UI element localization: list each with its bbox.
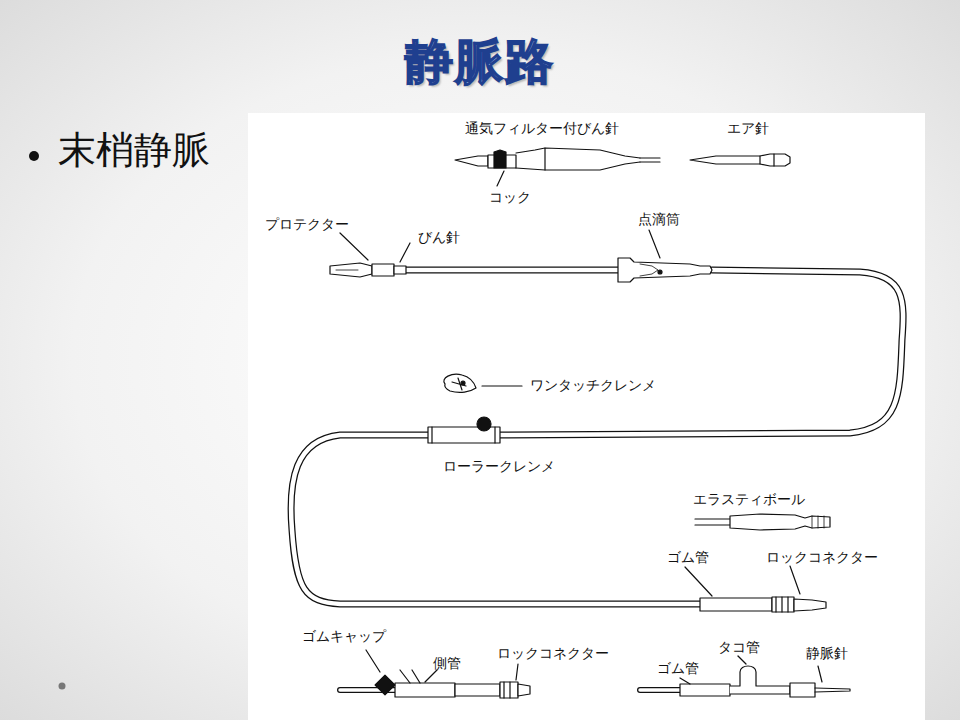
- part-label: ロックコネクター: [766, 549, 878, 566]
- slide-title: 静脈路: [405, 30, 555, 94]
- part-label: ローラークレンメ: [443, 458, 555, 475]
- bullet-text: 末梢静脈: [58, 128, 210, 174]
- image-panel: [248, 113, 925, 720]
- part-label: タコ管: [718, 639, 760, 656]
- part-label: ワンタッチクレンメ: [530, 377, 656, 394]
- part-label: 静脈針: [806, 645, 848, 662]
- part-label: エラスティボール: [693, 491, 805, 508]
- part-label: びん針: [418, 229, 460, 246]
- part-label: プロテクター: [265, 216, 349, 233]
- part-label: ゴム管: [657, 660, 699, 677]
- part-label: エア針: [727, 120, 769, 137]
- part-label: 通気フィルター付びん針: [465, 120, 619, 137]
- part-label: ゴム管: [667, 549, 709, 566]
- part-label: 点滴筒: [638, 211, 680, 228]
- part-label: ロックコネクター: [497, 645, 609, 662]
- part-label: コック: [489, 189, 531, 206]
- bullet-dot: [59, 683, 66, 690]
- bullet-dot: [29, 151, 39, 161]
- part-label: ゴムキャップ: [302, 628, 386, 645]
- part-label: 側管: [433, 655, 461, 672]
